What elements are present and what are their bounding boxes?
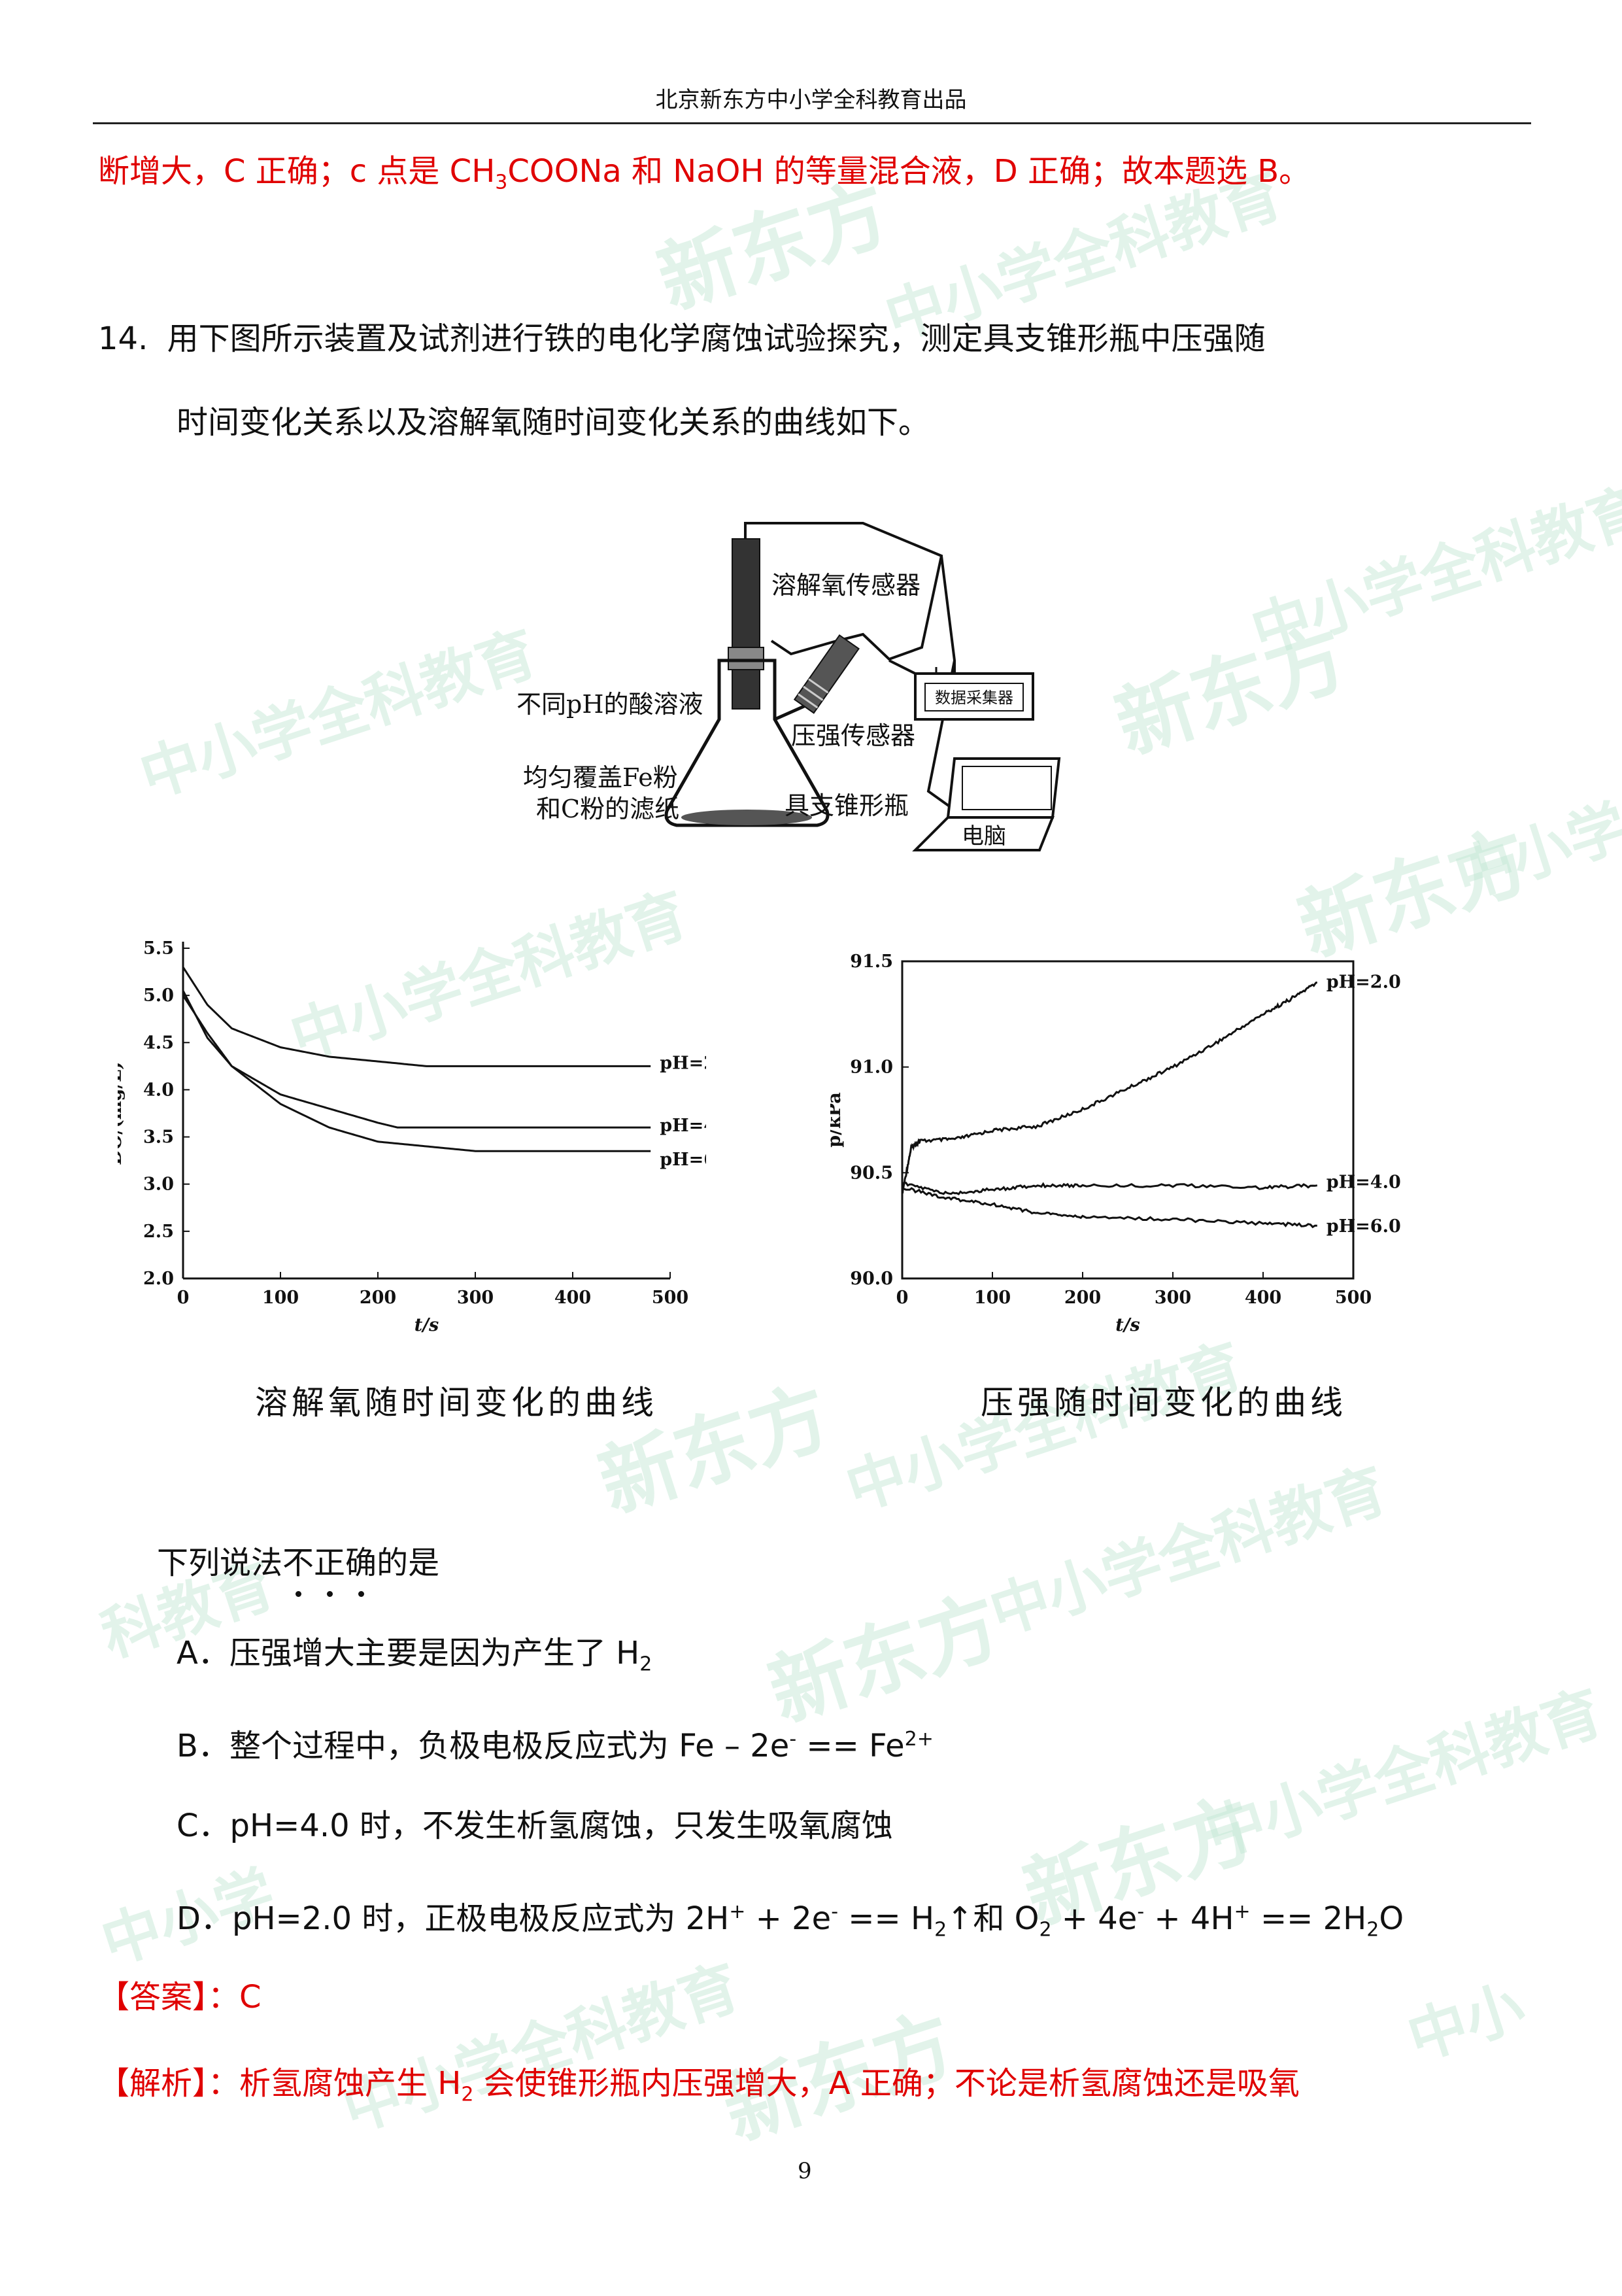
answer-label: 【答案】： — [98, 1979, 240, 2015]
question-number: 14. — [98, 320, 148, 357]
pressure-chart-caption: 压强随时间变化的曲线 — [981, 1384, 1347, 1422]
x-tick-label: 100 — [974, 1288, 1011, 1308]
x-tick-label: 500 — [1335, 1288, 1372, 1308]
series-line — [182, 990, 651, 1152]
option-b[interactable]: B．整个过程中，负极电极反应式为 Fe – 2e- == Fe2+ — [177, 1728, 934, 1764]
option-a[interactable]: A．压强增大主要是因为产生了 H2 — [177, 1635, 652, 1676]
series-label: pH=6.0 — [1326, 1216, 1401, 1237]
answer-continuation: 断增大，C 正确；c 点是 CH3COONa 和 NaOH 的等量混合液，D 正… — [98, 153, 1311, 194]
pressure-sensor-label: 压强传感器 — [791, 721, 915, 750]
analysis-line: 【解析】：析氢腐蚀产生 H2 会使锥形瓶内压强增大，A 正确；不论是析氢腐蚀还是… — [98, 2065, 1300, 2106]
x-tick-label: 300 — [457, 1288, 494, 1308]
y-tick-label: 2.0 — [143, 1269, 174, 1289]
series-line — [901, 981, 1318, 1194]
y-tick-label: 90.5 — [850, 1163, 893, 1183]
data-collector-box — [914, 672, 1034, 721]
y-tick-label: 3.0 — [143, 1174, 174, 1195]
question-stem-line1: 14. 用下图所示装置及试剂进行铁的电化学腐蚀试验探究，测定具支锥形瓶中压强随 — [98, 320, 1266, 357]
y-tick-label: 5.5 — [143, 938, 174, 959]
x-tick-label: 500 — [652, 1288, 688, 1308]
x-axis-label: t/s — [414, 1315, 439, 1334]
watermark: 新东方 — [758, 1580, 1011, 1739]
answer-line: 【答案】：C — [98, 1978, 262, 2017]
do-chart: 0 100 200 300 400 500 2.0 2.5 3.0 3.5 4.0 4.5 5.0 5.5… — [118, 938, 706, 1334]
watermark: 中小学全科教育 — [1243, 474, 1622, 668]
do-sensor-rod — [732, 538, 760, 710]
y-axis-label: p/kPa — [830, 1092, 845, 1148]
y-tick-label: 4.5 — [143, 1033, 174, 1053]
watermark: 中小学全科教育 — [131, 618, 545, 812]
y-tick-label: 91.5 — [850, 951, 893, 972]
do-sensor-label: 溶解氧传感器 — [771, 571, 921, 600]
pressure-sensor — [793, 634, 860, 714]
series-line — [182, 967, 651, 1067]
watermark: 中小学 — [1447, 792, 1622, 912]
x-tick-label: 400 — [554, 1288, 591, 1308]
series-label: pH=2.0 — [1326, 972, 1401, 992]
answer-value: C — [239, 1979, 262, 2015]
y-tick-label: 2.5 — [143, 1222, 174, 1242]
apparatus-diagram: 数据采集器 电脑 溶解氧传感器 不同pH的酸溶液 压强传感器 均匀覆盖Fe粉 和… — [516, 522, 1061, 851]
watermark: 中小学全科教育 — [334, 1952, 748, 2146]
computer-icon: 电脑 — [912, 757, 1061, 851]
y-tick-label: 91.0 — [850, 1057, 893, 1078]
watermark: 中小 — [1399, 1972, 1533, 2074]
acid-label: 不同pH的酸溶液 — [516, 690, 703, 719]
y-tick-label: 90.0 — [850, 1269, 893, 1289]
x-tick-label: 100 — [262, 1288, 299, 1308]
question-stem-line2: 时间变化关系以及溶解氧随时间变化关系的曲线如下。 — [177, 404, 930, 441]
x-tick-label: 0 — [177, 1288, 190, 1308]
do-chart-caption: 溶解氧随时间变化的曲线 — [255, 1384, 658, 1422]
option-c[interactable]: C．pH=4.0 时，不发生析氢腐蚀，只发生吸氧腐蚀 — [177, 1808, 893, 1844]
series-label: pH=4.0 — [660, 1116, 706, 1136]
y-tick-label: 4.0 — [143, 1080, 174, 1100]
x-tick-label: 0 — [896, 1288, 909, 1308]
page-header: 北京新东方中小学全科教育出品 — [655, 87, 967, 113]
series-label: pH=2.0 — [660, 1053, 706, 1073]
conical-flask — [664, 659, 830, 827]
x-axis-label: t/s — [1115, 1315, 1140, 1335]
filter-label-1: 均匀覆盖Fe粉 — [523, 763, 678, 792]
flask-label: 具支锥形瓶 — [785, 791, 909, 820]
pressure-chart: 0 100 200 300 400 500 90.0 90.5 91.0 91.5 t/s p/kPa… — [830, 951, 1401, 1335]
header-rule — [93, 122, 1531, 124]
series-label: pH=4.0 — [1326, 1173, 1401, 1193]
x-tick-label: 300 — [1155, 1288, 1191, 1308]
filter-label-2: 和C粉的滤纸 — [536, 795, 679, 823]
y-axis-label: DO/(mg/L) — [118, 1061, 126, 1165]
series-label: pH=6.0 — [660, 1150, 706, 1170]
option-d[interactable]: D．pH=2.0 时，正极电极反应式为 2H+ + 2e- == H2↑和 O2… — [177, 1900, 1404, 1942]
x-tick-label: 400 — [1245, 1288, 1281, 1308]
y-tick-label: 5.0 — [143, 985, 174, 1006]
plot-frame — [901, 960, 1355, 1280]
x-tick-label: 200 — [1064, 1288, 1101, 1308]
series-line — [182, 995, 651, 1129]
svg-text:电脑: 电脑 — [962, 823, 1006, 849]
question-prompt: 下列说法不正确的是 — [157, 1545, 440, 1597]
series-line — [901, 1182, 1318, 1195]
svg-text:数据采集器: 数据采集器 — [935, 689, 1013, 707]
page-number: 9 — [798, 2158, 812, 2184]
watermark: 中小学全科教育 — [981, 1455, 1395, 1649]
y-tick-label: 3.5 — [143, 1127, 174, 1148]
series-line — [902, 1187, 1317, 1229]
watermark: 中小学全科教育 — [1197, 1677, 1611, 1871]
x-tick-label: 200 — [360, 1288, 396, 1308]
